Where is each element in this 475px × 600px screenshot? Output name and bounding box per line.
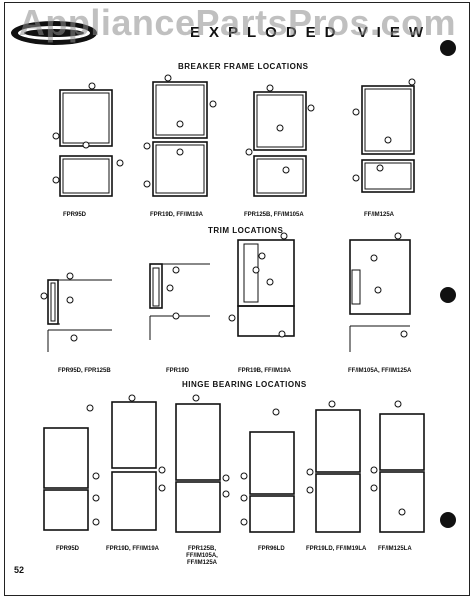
hinge-diagram-1	[43, 404, 100, 531]
trim-caption-4: FF/IM105A, FF/IM125A	[348, 368, 412, 374]
breaker-diagram-3	[245, 84, 315, 197]
hinge-caption-4: FPR96LD	[258, 546, 285, 552]
hinge-caption-6: FF/IM125LA	[378, 546, 412, 552]
hinge-diagram-3	[175, 394, 230, 533]
breaker-diagram-2	[143, 74, 217, 197]
page-border	[4, 2, 470, 596]
breaker-diagram-4	[352, 78, 416, 193]
trim-diagram-1	[40, 272, 112, 352]
trim-diagram-2	[149, 263, 210, 340]
hinge-diagram-6	[370, 400, 425, 533]
brand-logo	[11, 21, 97, 45]
binder-hole-bottom	[440, 512, 456, 528]
trim-caption-3: FPR19B, FF/IM19A	[238, 368, 292, 374]
hinge-caption-1: FPR95D	[56, 546, 80, 552]
trim-caption-2: FPR19D	[166, 368, 190, 374]
trim-diagram-4	[349, 232, 411, 352]
hinge-caption-3: FPR125B, FF/IM105A, FF/IM125A	[186, 546, 218, 566]
breaker-diagram-1	[52, 82, 124, 197]
breaker-caption-4: FF/IM125A	[364, 212, 395, 218]
watermark: AppliancePartsPros.com	[18, 2, 457, 43]
binder-hole-middle	[440, 287, 456, 303]
hinge-caption-2: FPR19D, FF/IM19A	[106, 546, 160, 552]
breaker-caption-1: FPR95D	[63, 212, 87, 218]
breaker-frame-title: BREAKER FRAME LOCATIONS	[178, 62, 309, 71]
hinge-caption-5: FPR19LD, FF/IM19LA	[306, 546, 367, 552]
hinge-diagram-4	[240, 408, 295, 533]
hinge-diagram-2	[111, 394, 166, 531]
trim-diagram-3	[228, 232, 295, 338]
binder-hole-top	[440, 40, 456, 56]
trim-caption-1: FPR95D, FPR125B	[58, 368, 111, 374]
page-number: 52	[14, 565, 25, 575]
hinge-diagram-5	[306, 400, 361, 533]
breaker-caption-3: FPR125B, FF/IM105A	[244, 212, 304, 218]
breaker-caption-2: FPR19D, FF/IM19A	[150, 212, 204, 218]
trim-title: TRIM LOCATIONS	[208, 226, 284, 235]
hinge-bearing-title: HINGE BEARING LOCATIONS	[182, 380, 307, 389]
page-title: EXPLODED VIEW	[190, 24, 433, 41]
